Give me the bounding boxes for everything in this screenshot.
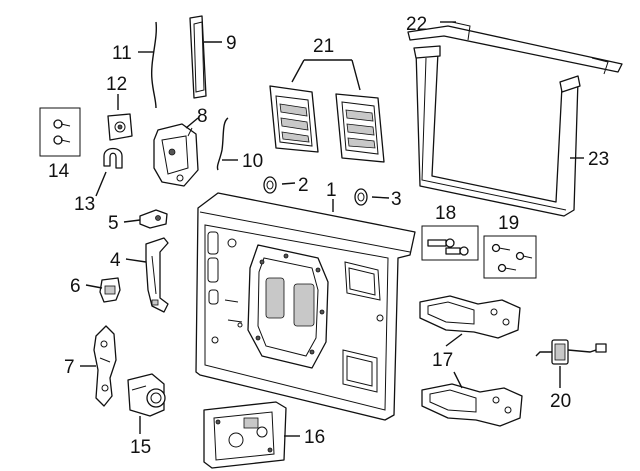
callout-2: 2 [298,175,309,196]
callout-20: 20 [550,391,571,412]
lock-cylinder [127,373,166,417]
callout-18: 18 [435,203,456,224]
hinge-upper [419,295,521,339]
hinge-lower [421,383,523,427]
callout-23: 23 [588,149,609,170]
callout-1: 1 [326,180,337,201]
callout-13: 13 [74,194,95,215]
callout-12: 12 [106,74,127,95]
bolt-set-19 [483,235,537,279]
callout-9: 9 [226,33,237,54]
callout-10: 10 [242,151,263,172]
u-clip [103,147,123,169]
vent-right [335,93,385,163]
callout-6: 6 [70,276,81,297]
latch-assembly [153,123,199,187]
callout-19: 19 [498,213,519,234]
handle-strip [189,15,207,99]
callout-5: 5 [108,213,119,234]
plug-part-2 [263,176,277,194]
door-inner-panel [195,192,416,421]
callout-15: 15 [130,437,151,458]
screw-set-14 [39,107,81,157]
callout-11: 11 [112,43,132,64]
bumper [107,113,133,141]
callout-22: 22 [406,14,427,35]
callout-7: 7 [64,357,75,378]
bolt-set-18 [421,225,479,261]
clip [99,277,121,303]
vent-left [269,85,319,153]
callout-17: 17 [432,350,453,371]
callout-8: 8 [197,106,208,127]
callout-4: 4 [110,250,121,271]
latch-bracket [145,237,169,313]
callout-3: 3 [391,189,402,210]
sensor-with-wire [535,339,607,365]
callout-16: 16 [304,427,325,448]
frame-bar [407,21,623,75]
callout-labels: 1 2 3 4 5 6 7 8 9 10 11 12 13 14 15 16 1… [48,14,609,458]
callout-21: 21 [313,36,334,57]
latch-arm [93,325,117,407]
plug-part-3 [354,188,368,206]
callout-14: 14 [48,161,70,182]
striker [139,209,168,229]
leader-lines [80,21,584,437]
rod-part-11 [150,21,158,109]
weatherstrip-seal [413,45,581,217]
rod-part-10 [216,117,229,171]
bracket-plate [203,401,287,469]
